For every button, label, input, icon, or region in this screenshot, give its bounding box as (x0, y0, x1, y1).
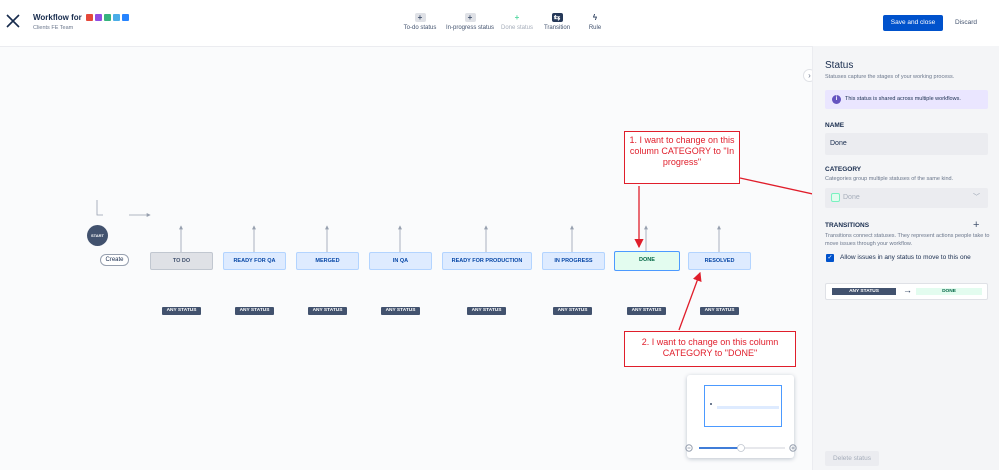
transition-to: DONE (916, 288, 982, 295)
category-label: CATEGORY (825, 166, 862, 173)
transition-row[interactable]: ANY STATUS → DONE (825, 283, 988, 300)
allow-any-status-checkbox[interactable]: ✓ (826, 254, 834, 262)
create-transition[interactable]: Create (100, 254, 129, 266)
project-icon (85, 14, 93, 21)
panel-description: Statuses capture the stages of your work… (825, 74, 955, 80)
project-icon (112, 14, 120, 21)
any-status-badge[interactable]: ANY STATUS (162, 307, 201, 315)
add-transition-plus-icon[interactable]: + (973, 219, 980, 231)
plus-icon: + (414, 13, 426, 22)
shared-status-info: i This status is shared across multiple … (825, 90, 988, 109)
workflow-canvas[interactable]: START Create TO DO READY FOR QA MERGED I… (0, 46, 812, 470)
plus-icon: + (464, 13, 476, 22)
minimap-viewport[interactable] (704, 385, 782, 427)
any-status-badge[interactable]: ANY STATUS (700, 307, 739, 315)
add-rule-button[interactable]: ϟ Rule (565, 13, 625, 31)
tool-label: Done status (500, 25, 534, 31)
tool-label: To-do status (403, 25, 437, 31)
status-node-in-qa[interactable]: IN QA (369, 252, 432, 270)
annotation-callout-1: 1. I want to change on this column CATEG… (624, 131, 740, 184)
any-status-badge[interactable]: ANY STATUS (553, 307, 592, 315)
header-bar: Workflow for Clients FE Team + To-do sta… (0, 0, 999, 46)
info-text: This status is shared across multiple wo… (845, 96, 961, 102)
status-node-resolved[interactable]: RESOLVED (688, 252, 751, 270)
arrow-right-icon: → (903, 285, 912, 295)
status-node-merged[interactable]: MERGED (296, 252, 359, 270)
workflow-title-text: Workflow for (33, 13, 82, 22)
status-name-field[interactable]: Done (825, 133, 988, 155)
transitions-description: Transitions connect statuses. They repre… (825, 233, 990, 247)
annotation-arrow-2 (678, 271, 702, 331)
status-node-in-progress[interactable]: IN PROGRESS (542, 252, 605, 270)
annotation-callout-2: 2. I want to change on this column CATEG… (624, 331, 796, 367)
allow-any-status-label: Allow issues in any status to move to th… (840, 254, 971, 261)
workflow-title: Workflow for (33, 13, 129, 22)
lightning-icon: ϟ (592, 13, 598, 22)
any-status-badge[interactable]: ANY STATUS (235, 307, 274, 315)
info-icon: i (832, 95, 841, 104)
any-status-badge[interactable]: ANY STATUS (467, 307, 506, 315)
transition-icon: ⇆ (551, 13, 563, 22)
workflow-subtitle: Clients FE Team (33, 25, 74, 31)
category-value: Done (843, 194, 860, 201)
project-icon (121, 14, 129, 21)
any-status-badge[interactable]: ANY STATUS (381, 307, 420, 315)
category-description: Categories group multiple statuses of th… (825, 176, 954, 182)
minimap-nodes (717, 406, 779, 409)
status-node-ready-for-qa[interactable]: READY FOR QA (223, 252, 286, 270)
any-status-badge[interactable]: ANY STATUS (308, 307, 347, 315)
annotation-arrow-side (739, 177, 812, 195)
project-icon (103, 14, 111, 21)
add-transition-button[interactable]: ⇆ Transition (527, 13, 587, 31)
status-panel: Status Statuses capture the stages of yo… (812, 46, 999, 470)
transition-from: ANY STATUS (832, 288, 896, 295)
close-icon[interactable] (6, 14, 20, 28)
tool-label: In-progress status (445, 25, 495, 31)
delete-status-button[interactable]: Delete status (825, 451, 879, 466)
minimap-start-dot (710, 403, 712, 405)
add-todo-status-button[interactable]: + To-do status (390, 13, 450, 31)
status-node-done-selected[interactable]: DONE (614, 251, 680, 271)
chevron-down-icon: ﹀ (973, 194, 980, 201)
status-node-ready-for-production[interactable]: READY FOR PRODUCTION (442, 252, 532, 270)
any-status-badge[interactable]: ANY STATUS (627, 307, 666, 315)
project-icons (85, 14, 129, 21)
tool-label: Transition (543, 25, 571, 31)
category-select[interactable]: Done ﹀ (825, 188, 988, 208)
name-label: NAME (825, 122, 845, 129)
plus-icon: + (514, 13, 520, 22)
done-swatch-icon (831, 193, 840, 202)
save-and-close-button[interactable]: Save and close (883, 15, 943, 31)
transitions-label: TRANSITIONS (825, 222, 870, 229)
discard-button[interactable]: Discard (954, 19, 978, 26)
add-done-status-button[interactable]: + Done status (487, 13, 547, 31)
status-node-to-do[interactable]: TO DO (150, 252, 213, 270)
zoom-slider[interactable] (685, 442, 797, 454)
tool-label: Rule (588, 25, 602, 31)
start-node[interactable]: START (87, 225, 108, 246)
minimap[interactable] (687, 375, 794, 458)
project-icon (94, 14, 102, 21)
add-inprogress-status-button[interactable]: + In-progress status (440, 13, 500, 31)
panel-title: Status (825, 60, 854, 71)
